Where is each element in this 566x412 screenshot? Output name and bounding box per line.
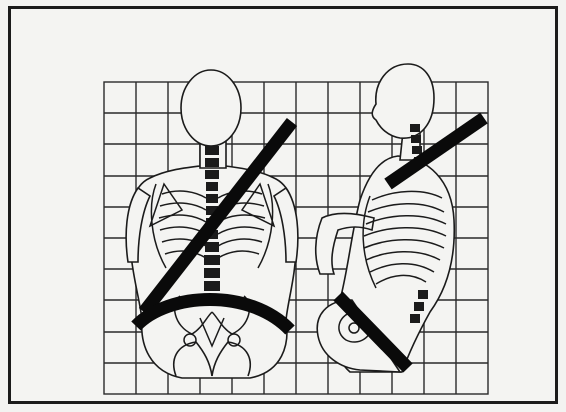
seatbelt-skeleton-figure	[0, 0, 566, 412]
